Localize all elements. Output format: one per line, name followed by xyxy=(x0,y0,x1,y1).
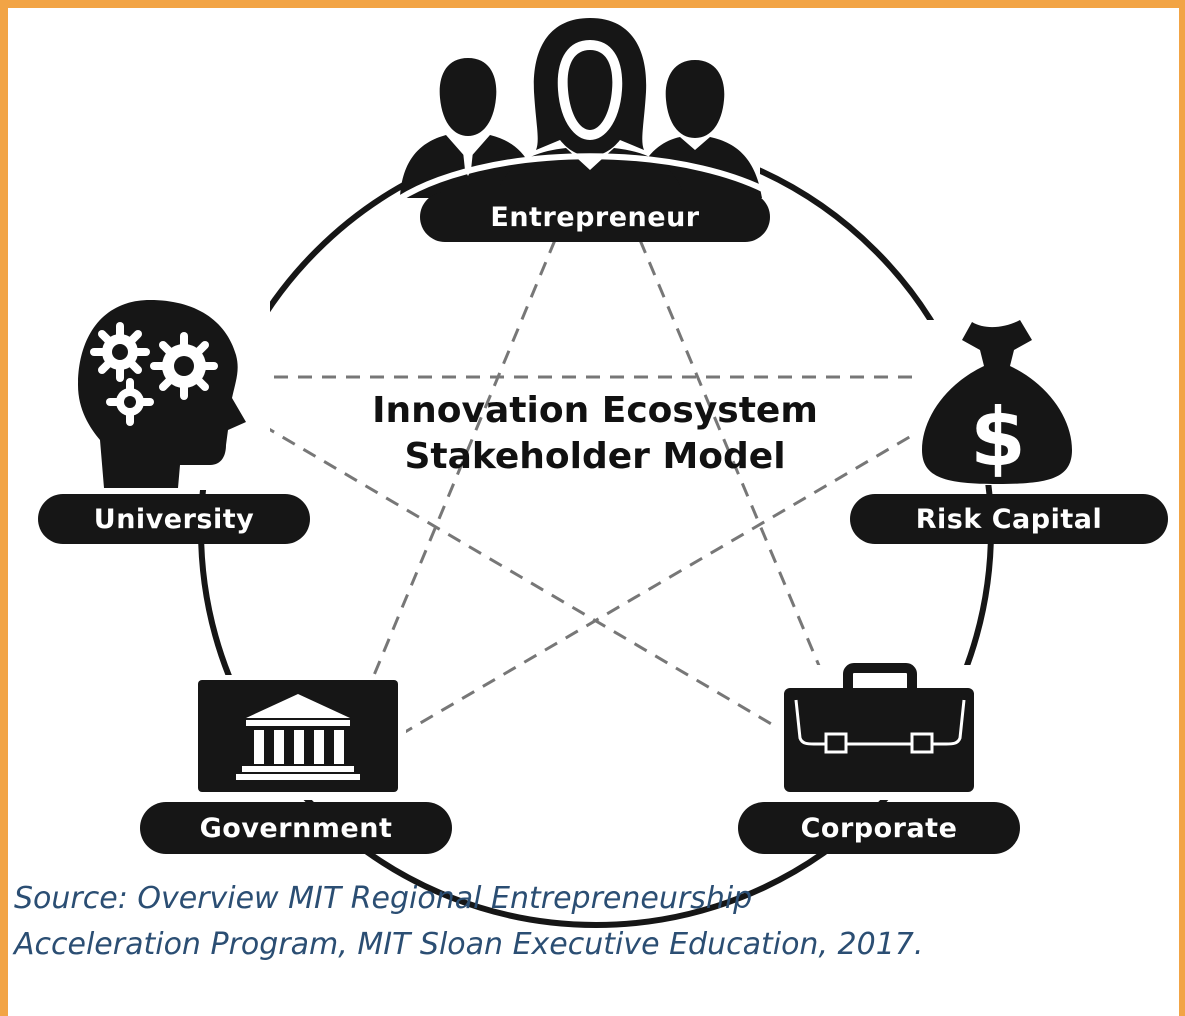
head-gears-icon xyxy=(78,300,246,488)
government-label: Government xyxy=(140,802,452,854)
corporate-label: Corporate xyxy=(738,802,1020,854)
risk-capital-label: Risk Capital xyxy=(850,494,1168,544)
government-building-icon xyxy=(198,680,398,792)
link-entrepreneur-government xyxy=(370,239,557,681)
dashed-connections xyxy=(250,239,980,734)
link-university-corporate xyxy=(261,423,786,734)
title-line-2: Stakeholder Model xyxy=(404,436,786,477)
source-caption: Source: Overview MIT Regional Entreprene… xyxy=(14,876,1184,968)
source-line-1: Source: Overview MIT Regional Entreprene… xyxy=(14,881,753,916)
title-line-1: Innovation Ecosystem xyxy=(372,390,818,431)
entrepreneur-label: Entrepreneur xyxy=(420,192,770,242)
link-riskcapital-government xyxy=(404,423,931,734)
diagram-title: Innovation Ecosystem Stakeholder Model xyxy=(300,388,890,480)
people-group-icon xyxy=(388,18,792,208)
briefcase-icon xyxy=(784,663,974,792)
link-entrepreneur-corporate xyxy=(638,239,827,681)
orange-border-right xyxy=(1179,0,1185,1016)
money-bag-icon: $ xyxy=(922,320,1072,484)
dollar-sign: $ xyxy=(970,391,1026,484)
source-line-2: Acceleration Program, MIT Sloan Executiv… xyxy=(14,927,924,962)
university-label: University xyxy=(38,494,310,544)
